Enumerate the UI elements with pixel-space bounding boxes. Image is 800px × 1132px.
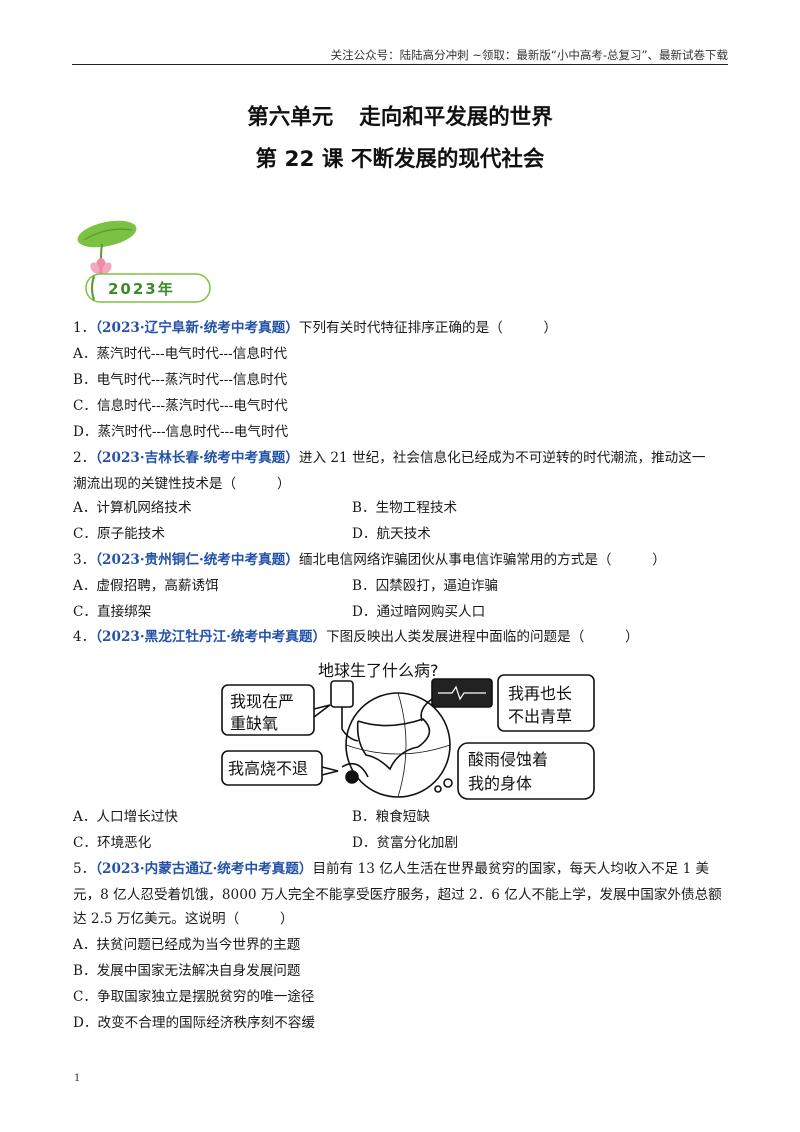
question-3: 3．（2023·贵州铜仁·统考中考真题）缅北电信网络诈骗团伙从事电信诈骗常用的方… [73, 547, 666, 573]
option-3b: B．囚禁殴打，逼迫诈骗 [352, 578, 498, 594]
bubble-top-right-line1: 我再也长 [508, 684, 572, 703]
page-header: 关注公众号：陆陆高分冲刺 ~领取：最新版“小中高考-总复习”、最新试卷下载 [72, 46, 728, 65]
option-1c: C．信息时代---蒸汽时代---电气时代 [73, 398, 288, 414]
bubble-bottom-left-text: 我高烧不退 [228, 759, 308, 778]
question-number: 3． [73, 552, 96, 568]
option-5a: A．扶贫问题已经成为当今世界的主题 [73, 937, 301, 953]
question-source: （2023·黑龙江牡丹江·统考中考真题） [95, 629, 327, 645]
iv-drip-icon [330, 680, 359, 742]
option-1a: A．蒸汽时代---电气时代---信息时代 [73, 346, 288, 362]
lesson-title: 第 22 课 不断发展的现代社会 [255, 147, 545, 172]
option-4c: C．环境恶化 [73, 835, 152, 851]
monitor-icon [420, 678, 493, 722]
earth-illness-cartoon: 地球生了什么病? 我现在严 重缺氧 我再也长 不出青 [221, 661, 595, 800]
question-stem: 下图反映出人类发展进程中面临的问题是（ ） [326, 629, 639, 645]
question-stem: 缅北电信网络诈骗团伙从事电信诈骗常用的方式是（ ） [298, 552, 666, 568]
option-1b: B．电气时代---蒸汽时代---信息时代 [73, 372, 288, 388]
unit-title-part1: 第六单元 [247, 105, 334, 130]
header-text: 关注公众号：陆陆高分冲刺 ~领取：最新版“小中高考-总复习”、最新试卷下载 [330, 48, 728, 62]
question-source: （2023·辽宁阜新·统考中考真题） [95, 320, 299, 336]
option-5d: D．改变不合理的国际经济秩序刻不容缓 [73, 1015, 315, 1031]
year-badge-text: 2023年 [108, 280, 175, 298]
question-2: 2．（2023·吉林长春·统考中考真题）进入 21 世纪，社会信息化已经成为不可… [73, 445, 705, 471]
question-4: 4．（2023·黑龙江牡丹江·统考中考真题）下图反映出人类发展进程中面临的问题是… [73, 624, 639, 650]
speech-bubble-bottom-left [221, 750, 323, 786]
option-3c: C．直接绑架 [73, 604, 152, 620]
speech-bubble-top-left [221, 684, 315, 736]
lotus-leaf-icon [77, 220, 137, 248]
option-1d: D．蒸汽时代---信息时代---电气时代 [73, 424, 289, 440]
option-3d: D．通过暗网购买人口 [352, 604, 486, 620]
bubble-top-left-line2: 重缺氧 [230, 714, 278, 733]
question-source: （2023·吉林长春·统考中考真题） [95, 450, 299, 466]
question-stem-line2: 潮流出现的关键性技术是（ ） [73, 476, 291, 492]
unit-title: 第六单元走向和平发展的世界 [0, 100, 800, 131]
question-number: 1． [73, 320, 96, 336]
option-4b: B．粮食短缺 [352, 809, 430, 825]
option-2a: A．计算机网络技术 [73, 500, 192, 516]
bubble-top-right-line2: 不出青草 [508, 707, 572, 726]
page-number: 1 [74, 1073, 81, 1084]
option-4d: D．贫富分化加剧 [352, 835, 459, 851]
ice-bag-icon [341, 762, 369, 784]
question-stem-line2: 元，8 亿人忍受着饥饿，8000 万人完全不能享受医疗服务，超过 2．6 亿人不… [73, 887, 722, 903]
option-3a: A．虚假招聘，高薪诱饵 [73, 578, 219, 594]
bubble-bottom-right-line1: 酸雨侵蚀着 [468, 750, 548, 769]
speech-bubble-top-right [497, 674, 595, 732]
question-stem-line3: 达 2.5 万亿美元。这说明（ ） [73, 911, 294, 927]
question-1: 1．（2023·辽宁阜新·统考中考真题）下列有关时代特征排序正确的是（ ） [73, 315, 557, 341]
cartoon-caption: 地球生了什么病? [318, 661, 439, 680]
option-5c: C．争取国家独立是摆脱贫穷的唯一途径 [73, 989, 315, 1005]
question-stem-line1: 目前有 13 亿人生活在世界最贫穷的国家，每天人均收入不足 1 美 [312, 861, 710, 877]
speech-bubble-bottom-right [457, 742, 595, 800]
option-5b: B．发展中国家无法解决自身发展问题 [73, 963, 301, 979]
lotus-flower-icon [90, 258, 112, 274]
option-4a: A．人口增长过快 [73, 809, 178, 825]
year-badge: 2023年 [77, 220, 211, 303]
bubble-bottom-right-line2: 我的身体 [468, 774, 532, 793]
option-2b: B．生物工程技术 [352, 500, 458, 516]
question-source: （2023·贵州铜仁·统考中考真题） [95, 552, 299, 568]
bubble-top-left-line1: 我现在严 [230, 692, 294, 711]
earth-globe-icon [345, 692, 451, 798]
question-number: 4． [73, 629, 96, 645]
option-2c: C．原子能技术 [73, 526, 165, 542]
question-stem-line1: 进入 21 世纪，社会信息化已经成为不可逆转的时代潮流，推动这一 [298, 450, 706, 466]
question-source: （2023·内蒙古通辽·统考中考真题） [95, 861, 313, 877]
question-number: 5． [73, 861, 96, 877]
question-5: 5．（2023·内蒙古通辽·统考中考真题）目前有 13 亿人生活在世界最贫穷的国… [73, 856, 709, 882]
question-number: 2． [73, 450, 96, 466]
question-stem: 下列有关时代特征排序正确的是（ ） [298, 320, 558, 336]
option-2d: D．航天技术 [352, 526, 431, 542]
unit-title-part2: 走向和平发展的世界 [359, 105, 553, 130]
